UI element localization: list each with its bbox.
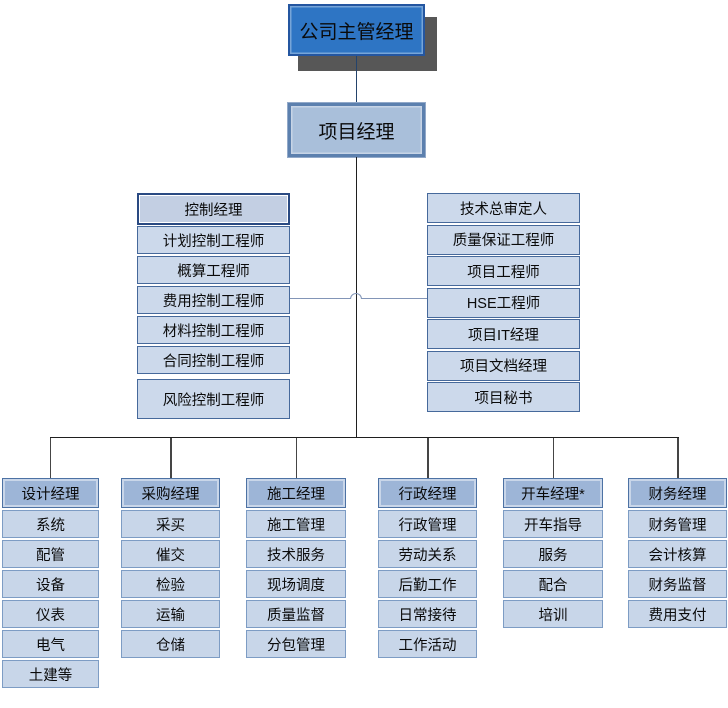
- list-item: 采买: [121, 510, 220, 538]
- list-item: HSE工程师: [427, 287, 580, 318]
- list-item: 电气: [2, 630, 99, 658]
- list-item: 项目工程师: [427, 256, 580, 286]
- list-item: 质量监督: [246, 600, 346, 628]
- drop-line-procurement: [170, 437, 172, 478]
- list-item: 工作活动: [378, 630, 477, 658]
- list-item: 催交: [121, 540, 220, 568]
- control-manager-list: 计划控制工程师概算工程师费用控制工程师材料控制工程师合同控制工程师风险控制工程师: [137, 226, 290, 419]
- drop-line-commissioning: [552, 437, 554, 478]
- dept-list-design: 系统配管设备仪表电气土建等: [2, 510, 99, 688]
- drop-line-finance: [677, 437, 679, 478]
- dept-header-construction: 施工经理: [246, 478, 346, 508]
- control-manager-group: 控制经理 计划控制工程师概算工程师费用控制工程师材料控制工程师合同控制工程师风险…: [137, 193, 290, 421]
- list-item: 费用支付: [628, 600, 727, 628]
- list-item: 技术总审定人: [427, 193, 580, 223]
- list-item: 劳动关系: [378, 540, 477, 568]
- list-item: 运输: [121, 600, 220, 628]
- dept-header-admin: 行政经理: [378, 478, 477, 508]
- list-item: 财务监督: [628, 570, 727, 598]
- dept-header-finance: 财务经理: [628, 478, 727, 508]
- root-box-label: 公司主管经理: [299, 21, 414, 43]
- dept-header-design: 设计经理: [2, 478, 99, 508]
- line-hop: [350, 292, 362, 299]
- drop-line-design: [49, 437, 51, 478]
- list-item: 培训: [503, 600, 603, 628]
- list-item: 检验: [121, 570, 220, 598]
- dept-column-finance: 财务经理 财务管理会计核算财务监督费用支付: [628, 478, 727, 630]
- list-item: 财务管理: [628, 510, 727, 538]
- list-item: 技术服务: [246, 540, 346, 568]
- list-item: 质量保证工程师: [427, 224, 580, 255]
- connector-root-to-pm: [355, 56, 357, 103]
- dept-column-design: 设计经理 系统配管设备仪表电气土建等: [2, 478, 99, 690]
- mid-connector-left: [290, 297, 350, 299]
- list-item: 系统: [2, 510, 99, 538]
- list-item: 项目秘书: [427, 382, 580, 412]
- list-item: 费用控制工程师: [137, 286, 290, 314]
- dept-column-procurement: 采购经理 采买催交检验运输仓储: [121, 478, 220, 660]
- list-item: 后勤工作: [378, 570, 477, 598]
- project-manager-box: 项目经理: [287, 102, 426, 158]
- list-item: 设备: [2, 570, 99, 598]
- root-box: 公司主管经理: [288, 4, 425, 56]
- list-item: 合同控制工程师: [137, 346, 290, 374]
- list-item: 项目文档经理: [427, 350, 580, 381]
- list-item: 日常接待: [378, 600, 477, 628]
- dept-column-construction: 施工经理 施工管理技术服务现场调度质量监督分包管理: [246, 478, 346, 660]
- list-item: 开车指导: [503, 510, 603, 538]
- list-item: 行政管理: [378, 510, 477, 538]
- dept-header-procurement: 采购经理: [121, 478, 220, 508]
- control-manager-header-label: 控制经理: [184, 202, 243, 219]
- dept-header-label: 行政经理: [398, 486, 457, 503]
- control-manager-header: 控制经理: [137, 193, 290, 225]
- dept-list-procurement: 采买催交检验运输仓储: [121, 510, 220, 658]
- dept-list-construction: 施工管理技术服务现场调度质量监督分包管理: [246, 510, 346, 658]
- list-item: 材料控制工程师: [137, 316, 290, 344]
- dept-list-admin: 行政管理劳动关系后勤工作日常接待工作活动: [378, 510, 477, 658]
- list-item: 计划控制工程师: [137, 226, 290, 254]
- list-item: 会计核算: [628, 540, 727, 568]
- list-item: 现场调度: [246, 570, 346, 598]
- list-item: 仪表: [2, 600, 99, 628]
- list-item: 施工管理: [246, 510, 346, 538]
- list-item: 配合: [503, 570, 603, 598]
- list-item: 仓储: [121, 630, 220, 658]
- list-item: 项目IT经理: [427, 319, 580, 349]
- dept-header-label: 设计经理: [21, 486, 80, 503]
- dept-list-finance: 财务管理会计核算财务监督费用支付: [628, 510, 727, 628]
- list-item: 土建等: [2, 660, 99, 688]
- dept-list-commissioning: 开车指导服务配合培训: [503, 510, 603, 628]
- dept-header-label: 财务经理: [648, 486, 707, 503]
- dept-column-commissioning: 开车经理* 开车指导服务配合培训: [503, 478, 603, 630]
- dept-header-commissioning: 开车经理*: [503, 478, 603, 508]
- list-item: 分包管理: [246, 630, 346, 658]
- project-manager-label: 项目经理: [318, 121, 395, 143]
- drop-line-admin: [427, 437, 429, 478]
- drop-line-construction: [295, 437, 297, 478]
- list-item: 概算工程师: [137, 256, 290, 284]
- dept-column-admin: 行政经理 行政管理劳动关系后勤工作日常接待工作活动: [378, 478, 477, 660]
- list-item: 配管: [2, 540, 99, 568]
- list-item: 风险控制工程师: [137, 379, 290, 419]
- dept-header-label: 开车经理*: [521, 486, 585, 503]
- dept-header-label: 采购经理: [141, 486, 200, 503]
- list-item: 服务: [503, 540, 603, 568]
- dept-header-label: 施工经理: [267, 486, 325, 503]
- distribution-line: [49, 436, 679, 438]
- mid-connector-right: [362, 297, 427, 299]
